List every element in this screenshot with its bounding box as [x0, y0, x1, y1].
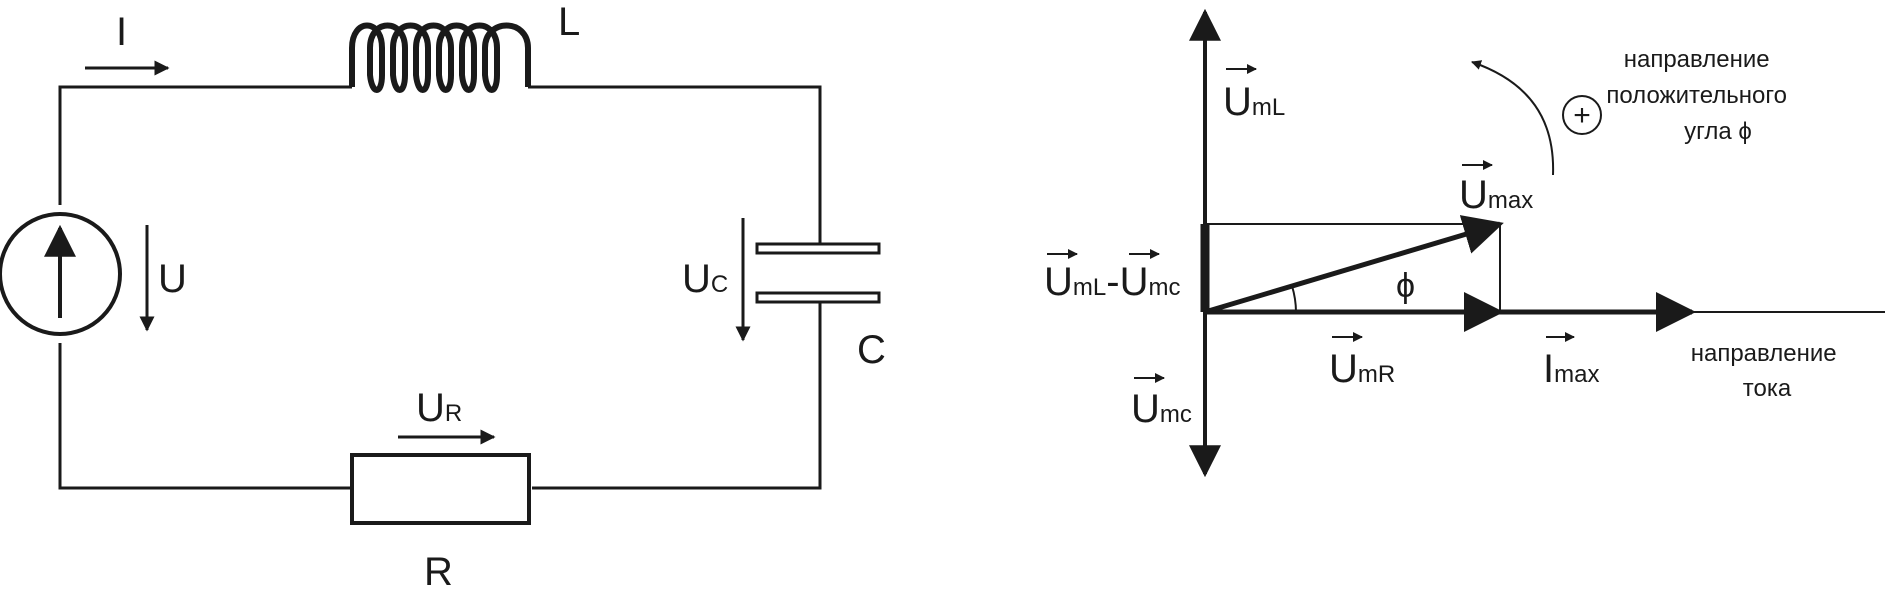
umc-main: U — [1131, 387, 1160, 431]
inductor-label: L — [558, 0, 580, 44]
phi-angle-arc — [1291, 285, 1297, 313]
umax-main: U — [1459, 173, 1488, 217]
umr-label: UmR — [1329, 347, 1395, 391]
capacitor-voltage-sub: C — [711, 271, 728, 298]
capacitor-plate-top — [755, 242, 881, 255]
resistor-label: R — [424, 550, 453, 590]
imax-label: Imax — [1543, 347, 1599, 391]
umr-main: U — [1329, 347, 1358, 391]
wire-top-left — [58, 85, 352, 205]
wire-top-right — [528, 85, 822, 238]
inductor-coil — [349, 22, 531, 93]
wire-bottom-left — [58, 343, 352, 490]
plus-label: + — [1573, 99, 1591, 132]
diff-a-sub: mL — [1073, 274, 1106, 301]
umc-sub: mc — [1160, 401, 1192, 428]
imax-main: I — [1543, 347, 1554, 391]
positive-angle-arc — [1471, 60, 1555, 176]
voltage-source — [0, 212, 122, 336]
resistor-voltage-sub: R — [445, 400, 462, 427]
imax-sub: max — [1554, 361, 1599, 388]
current-label: I — [116, 10, 127, 54]
umr-sub: mR — [1358, 361, 1395, 388]
umL-sub: mL — [1252, 94, 1285, 121]
umc-label: Umc — [1131, 387, 1192, 431]
wire-right-lower — [532, 305, 822, 490]
resistor-voltage-main: U — [416, 386, 445, 430]
source-voltage-label: U — [158, 257, 187, 301]
angle-note-line2: положительного — [1606, 82, 1787, 109]
capacitor-plate-bottom — [755, 291, 881, 304]
diff-a-main: U — [1044, 260, 1073, 304]
phasor-diagram — [1189, 8, 1885, 478]
capacitor-voltage-main: U — [682, 257, 711, 301]
diff-b-sub: mc — [1148, 274, 1180, 301]
diff-b-main: U — [1120, 260, 1149, 304]
current-note: направление тока — [1691, 340, 1844, 402]
capacitor-voltage-label: UC — [682, 257, 728, 301]
diff-label: UmL-Umc — [1044, 260, 1180, 304]
resistor — [350, 453, 531, 525]
angle-note-line3: угла ϕ — [1684, 118, 1752, 145]
capacitor-label: C — [857, 328, 886, 372]
umax-label: Umax — [1459, 173, 1533, 217]
umax-phasor — [1204, 215, 1504, 315]
angle-note-line1: направление — [1624, 46, 1770, 73]
vector-arrows — [1047, 64, 1575, 383]
current-note-line2: тока — [1743, 375, 1792, 402]
phi-label: ϕ — [1396, 267, 1415, 305]
umL-label: UmL — [1223, 80, 1285, 124]
current-note-line1: направление — [1691, 340, 1837, 367]
circuit-diagram — [0, 22, 881, 525]
angle-note: направление положительного угла ϕ — [1606, 46, 1793, 145]
umL-main: U — [1223, 80, 1252, 124]
diff-dash: - — [1106, 260, 1119, 304]
plus-circle — [1562, 95, 1602, 135]
umax-sub: max — [1488, 187, 1533, 214]
resistor-voltage-label: UR — [416, 386, 462, 430]
